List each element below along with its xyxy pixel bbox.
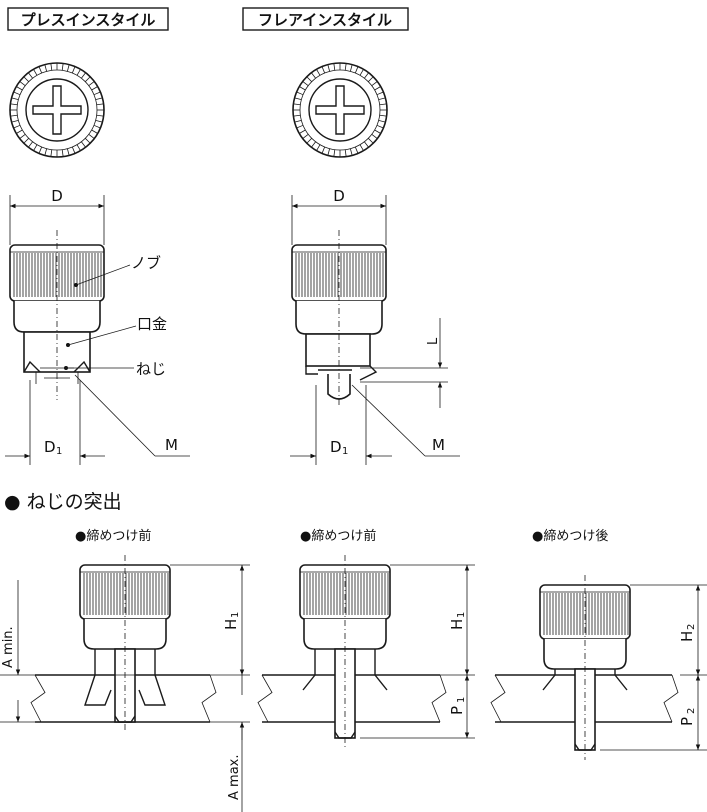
label-H1-sub: 1	[456, 612, 467, 618]
label-L: L	[426, 337, 441, 345]
protrusion-figure-after	[490, 575, 679, 760]
knob-top-view-flare-in	[292, 62, 388, 158]
label-H1-sub: 1	[230, 612, 241, 618]
subtitle-before-2: ●締めつけ前	[300, 528, 376, 544]
label-D1-sub: 1	[56, 446, 62, 457]
label-ferrule: 口金	[137, 315, 167, 333]
break-line	[30, 674, 46, 723]
subtitle-before-1: ●締めつけ前	[75, 528, 151, 544]
fig3-dimensions: H 2 P 2	[600, 584, 707, 751]
label-D: D	[333, 187, 345, 205]
ferrule	[13, 301, 101, 333]
label-D1: D	[330, 438, 342, 456]
label-P1-sub: 1	[456, 697, 467, 703]
label-P2-sub: 2	[686, 708, 697, 714]
label-P1: P	[448, 706, 466, 715]
press-in-style-title: プレスインスタイル	[7, 7, 169, 31]
label-A-min: A min.	[1, 626, 16, 668]
subtitle-after: ●締めつけ後	[532, 528, 608, 544]
label-H1: H	[448, 619, 466, 630]
break-line	[490, 674, 506, 723]
fig2-dimensions: H 1 P 1	[360, 564, 475, 739]
label-D1-sub: 1	[342, 446, 348, 457]
press-in-label: プレスインスタイル	[21, 11, 156, 29]
protrusion-figure-press-in-before	[30, 555, 217, 732]
label-D1: D	[44, 438, 56, 456]
label-M: M	[432, 436, 445, 454]
protrusion-figure-flare-in-before	[257, 555, 447, 748]
break-line	[257, 674, 273, 723]
flare-in-side-view: D L D 1 M	[290, 187, 460, 465]
label-P2: P	[678, 717, 696, 726]
phillips-cross-icon	[315, 85, 365, 135]
knob-top-view-press-in	[9, 62, 105, 158]
flare-in-label: フレアインスタイル	[258, 11, 392, 29]
break-line	[431, 674, 447, 723]
press-in-side-view: D D 1 M ノブ 口金 ねじ	[5, 187, 190, 465]
break-line	[663, 674, 679, 723]
break-line	[201, 674, 217, 723]
phillips-cross-icon	[32, 85, 82, 135]
label-D: D	[51, 187, 63, 205]
label-M: M	[165, 436, 178, 454]
label-H2: H	[678, 631, 696, 642]
flare-in-style-title: フレアインスタイル	[242, 7, 409, 31]
flare	[542, 674, 628, 691]
label-A-max: A max.	[227, 755, 242, 800]
flare	[302, 674, 388, 691]
fig1-dimensions: H 1 A min. A max.	[0, 564, 250, 812]
label-knob: ノブ	[131, 254, 161, 272]
press-in-wedge	[84, 674, 166, 706]
label-H2-sub: 2	[686, 624, 697, 630]
protrusion-heading: ● ねじの突出	[4, 491, 122, 513]
label-screw: ねじ	[136, 360, 166, 378]
label-H1: H	[222, 619, 240, 630]
